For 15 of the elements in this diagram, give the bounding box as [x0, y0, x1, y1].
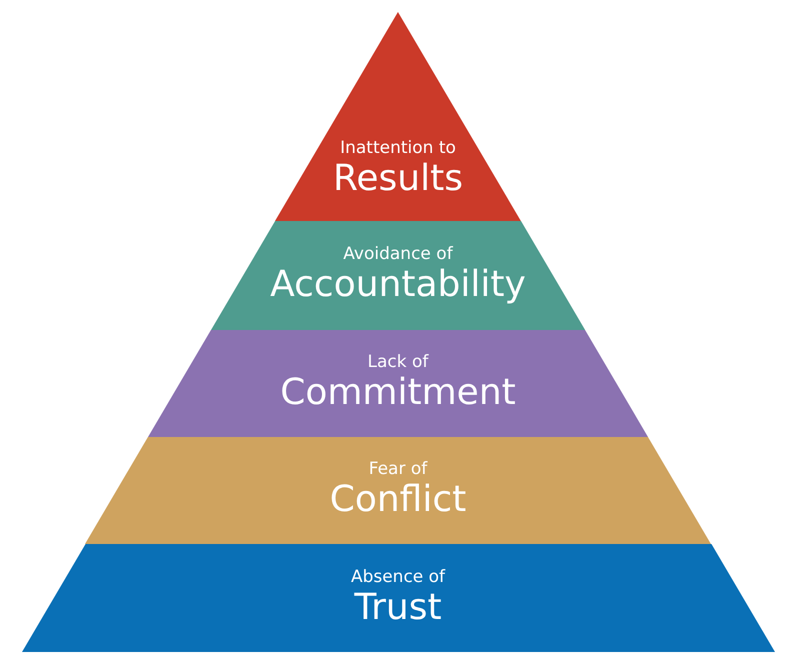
tier-subtitle: Avoidance of: [343, 244, 453, 264]
pyramid-tier: [275, 12, 521, 221]
pyramid-tier: [85, 437, 711, 544]
pyramid-tier: [148, 330, 648, 437]
tier-title: Trust: [354, 587, 442, 629]
tier-title: Results: [332, 158, 463, 200]
pyramid-tier: [210, 221, 586, 330]
tier-subtitle: Fear of: [368, 459, 428, 479]
tier-subtitle: Absence of: [350, 567, 446, 587]
tier-subtitle: Lack of: [368, 352, 428, 372]
tier-subtitle: Inattention to: [340, 138, 456, 158]
tier-title: Commitment: [280, 372, 516, 414]
pyramid-tier: [22, 544, 774, 652]
tier-title: Accountability: [270, 264, 526, 306]
tier-title: Conflict: [330, 479, 466, 521]
